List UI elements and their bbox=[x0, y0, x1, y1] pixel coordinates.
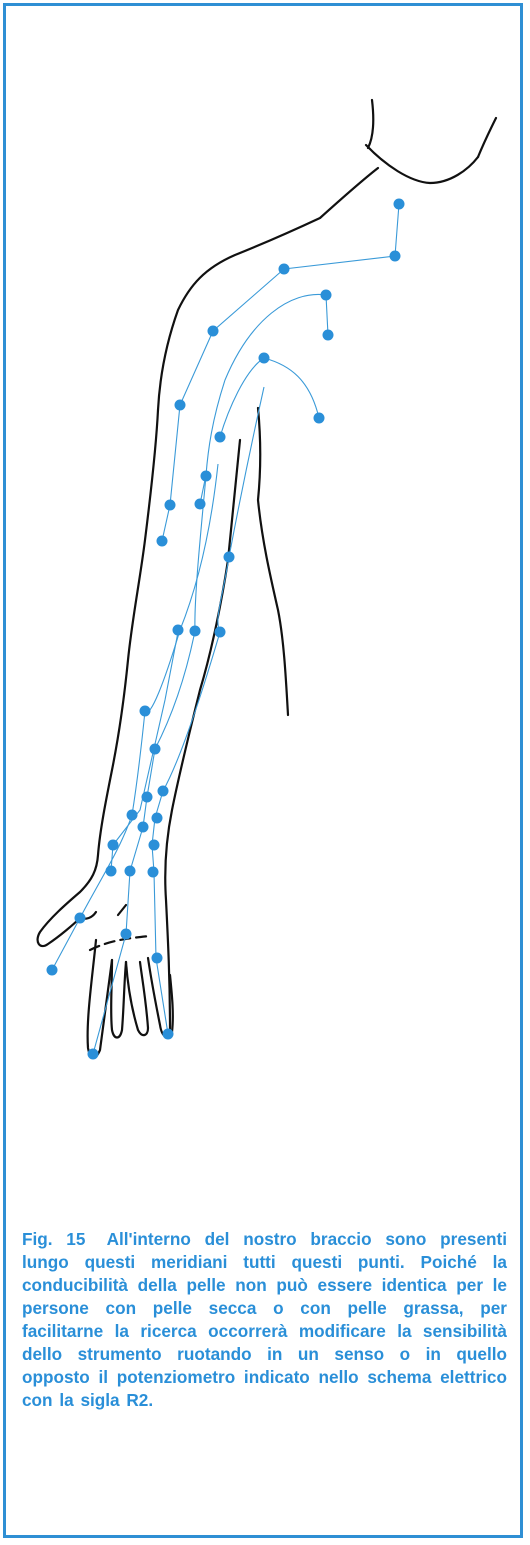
point bbox=[157, 536, 168, 547]
point bbox=[121, 929, 132, 940]
point bbox=[88, 1049, 99, 1060]
point bbox=[142, 792, 153, 803]
point bbox=[125, 866, 136, 877]
arm-outline bbox=[38, 100, 496, 1057]
point bbox=[149, 840, 160, 851]
point bbox=[390, 251, 401, 262]
point bbox=[106, 866, 117, 877]
point bbox=[75, 913, 86, 924]
caption-text: All'interno del nostro braccio sono pres… bbox=[22, 1229, 507, 1410]
point bbox=[175, 400, 186, 411]
point bbox=[195, 499, 206, 510]
point bbox=[165, 500, 176, 511]
point bbox=[215, 432, 226, 443]
point bbox=[190, 626, 201, 637]
point bbox=[323, 330, 334, 341]
wrist-tick bbox=[118, 905, 126, 915]
point bbox=[279, 264, 290, 275]
finger-ring bbox=[126, 962, 148, 1035]
point bbox=[201, 471, 212, 482]
point bbox=[173, 625, 184, 636]
point bbox=[148, 867, 159, 878]
point bbox=[394, 199, 405, 210]
neck-left-line bbox=[368, 100, 373, 148]
point bbox=[158, 786, 169, 797]
point bbox=[150, 744, 161, 755]
inner-arm-edge bbox=[258, 408, 288, 715]
point bbox=[140, 706, 151, 717]
forearm-right-edge bbox=[165, 440, 240, 1030]
figure-label: Fig. 15 bbox=[22, 1229, 85, 1249]
outer-arm-edge bbox=[38, 410, 158, 946]
point bbox=[127, 810, 138, 821]
point bbox=[208, 326, 219, 337]
point bbox=[108, 840, 119, 851]
point bbox=[163, 1029, 174, 1040]
acupuncture-points bbox=[47, 199, 405, 1060]
collar-line bbox=[366, 145, 478, 183]
point bbox=[138, 822, 149, 833]
point bbox=[152, 953, 163, 964]
point bbox=[321, 290, 332, 301]
point bbox=[215, 627, 226, 638]
neck-right-line bbox=[478, 118, 496, 157]
meridian-1 bbox=[162, 204, 399, 541]
meridian-3 bbox=[220, 358, 319, 437]
point bbox=[314, 413, 325, 424]
shoulder-line bbox=[158, 168, 378, 410]
point bbox=[47, 965, 58, 976]
finger-middle bbox=[111, 960, 126, 1038]
point bbox=[224, 552, 235, 563]
palm-crease bbox=[90, 936, 150, 950]
point bbox=[259, 353, 270, 364]
meridian-lines bbox=[52, 204, 399, 1054]
figure-caption: Fig. 15 All'interno del nostro braccio s… bbox=[22, 1228, 507, 1412]
point bbox=[152, 813, 163, 824]
arm-meridian-diagram bbox=[0, 0, 530, 1210]
